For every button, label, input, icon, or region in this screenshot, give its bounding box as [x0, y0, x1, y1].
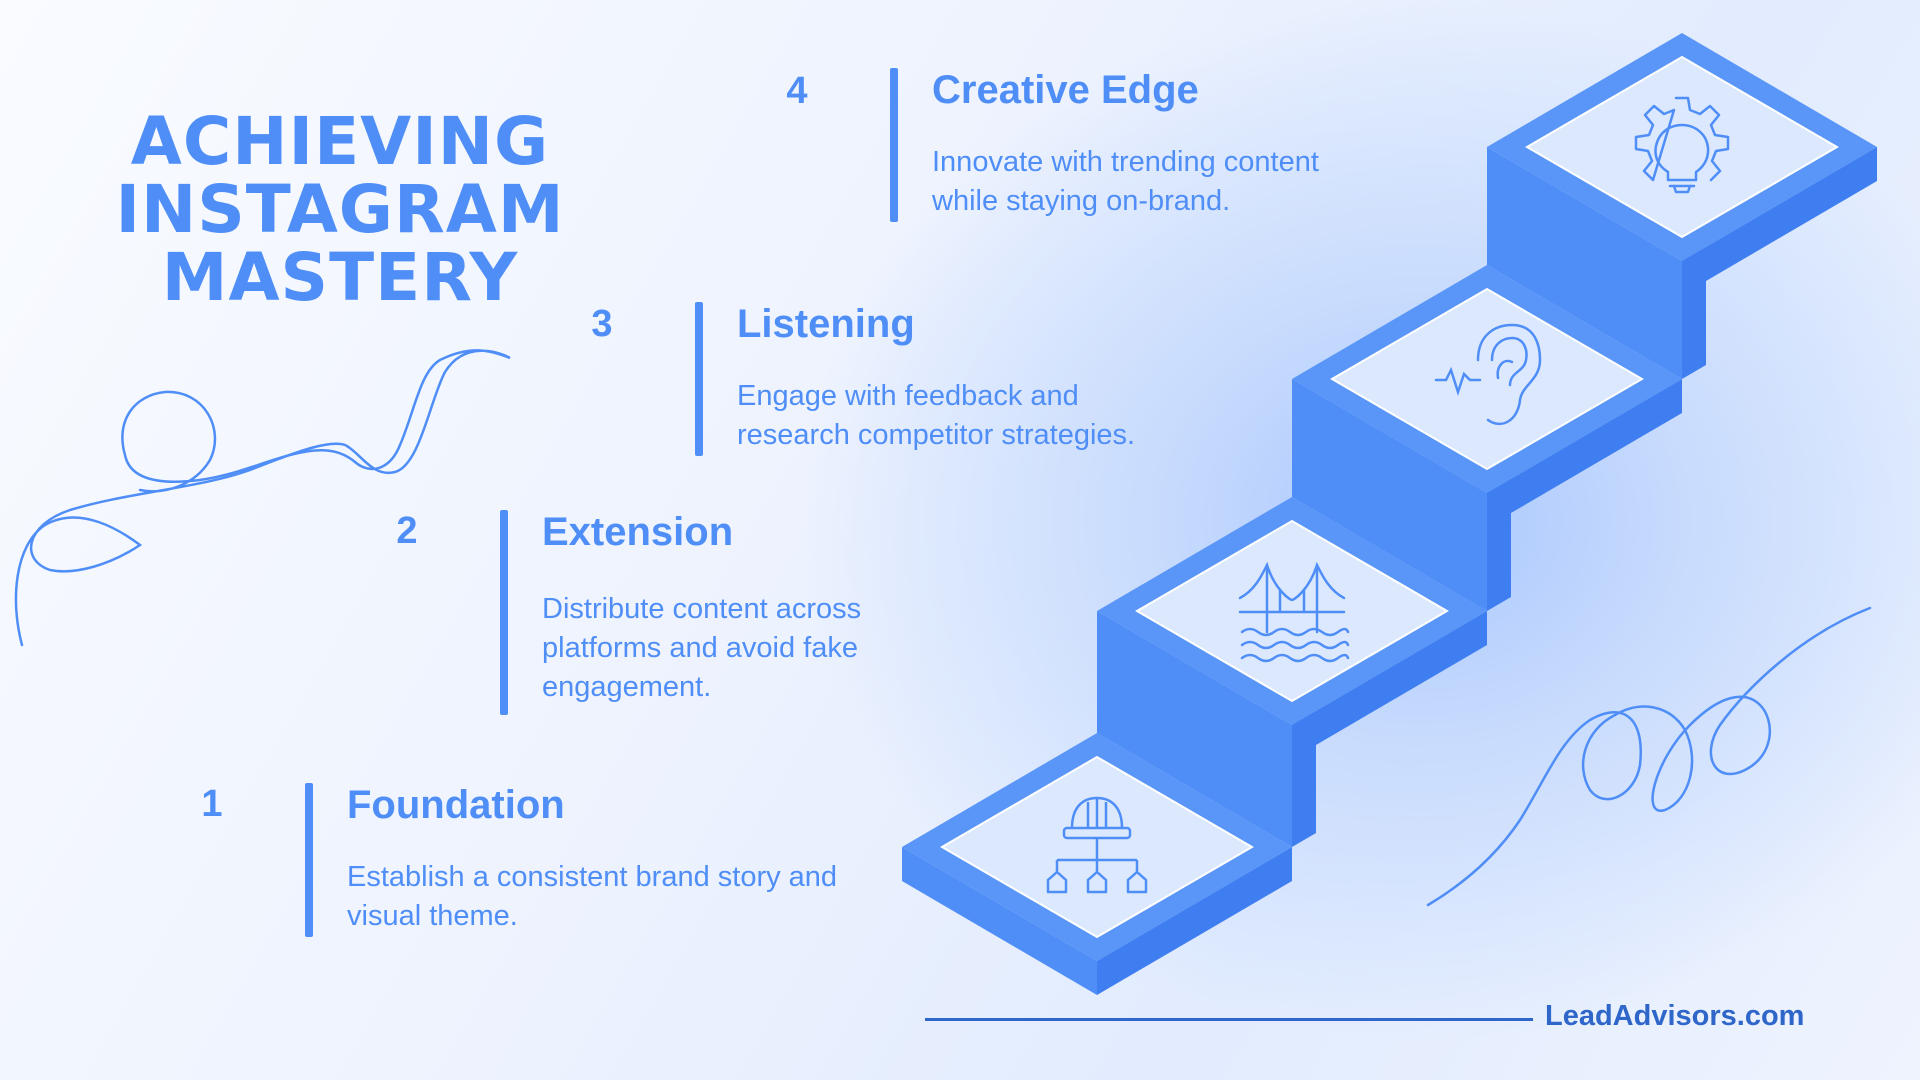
ear-icon	[1434, 323, 1542, 426]
decorative-squiggle-left	[14, 349, 511, 647]
step-description: Establish a consistent brand story and v…	[347, 861, 838, 932]
riser-3	[1487, 147, 1682, 379]
step-heading: Listening	[737, 302, 915, 346]
step-heading: Extension	[542, 510, 734, 554]
step-description: Distribute content across platforms and …	[542, 593, 862, 703]
bridge-icon	[1238, 561, 1350, 663]
step-number: 2	[396, 510, 418, 552]
step-divider	[695, 302, 703, 456]
step-description: Engage with feedback and research compet…	[737, 380, 1136, 451]
brand-logo-text: LeadAdvisors.com	[1545, 1000, 1805, 1032]
riser-1	[1097, 611, 1292, 847]
riser-2	[1292, 379, 1487, 611]
step-number: 1	[201, 783, 223, 825]
step-divider	[890, 68, 898, 222]
title-line-2: INSTAGRAM	[115, 171, 565, 248]
step-number: 4	[786, 70, 808, 112]
decorative-squiggle-right	[1426, 606, 1872, 907]
step-divider	[305, 783, 313, 937]
step-4-block	[1487, 33, 1877, 281]
page-title: ACHIEVING INSTAGRAM MASTERY	[100, 108, 580, 312]
gear-lightbulb-icon	[1634, 96, 1730, 194]
hard-hat-hierarchy-icon	[1046, 796, 1148, 894]
step-divider	[500, 510, 508, 715]
footer-rule	[925, 1018, 1533, 1021]
step-heading: Foundation	[347, 783, 565, 827]
step-number: 3	[591, 303, 613, 345]
step-heading: Creative Edge	[932, 68, 1199, 112]
title-line-3: MASTERY	[161, 239, 519, 316]
step-description: Innovate with trending content while sta…	[932, 146, 1319, 217]
title-line-1: ACHIEVING	[130, 103, 550, 180]
